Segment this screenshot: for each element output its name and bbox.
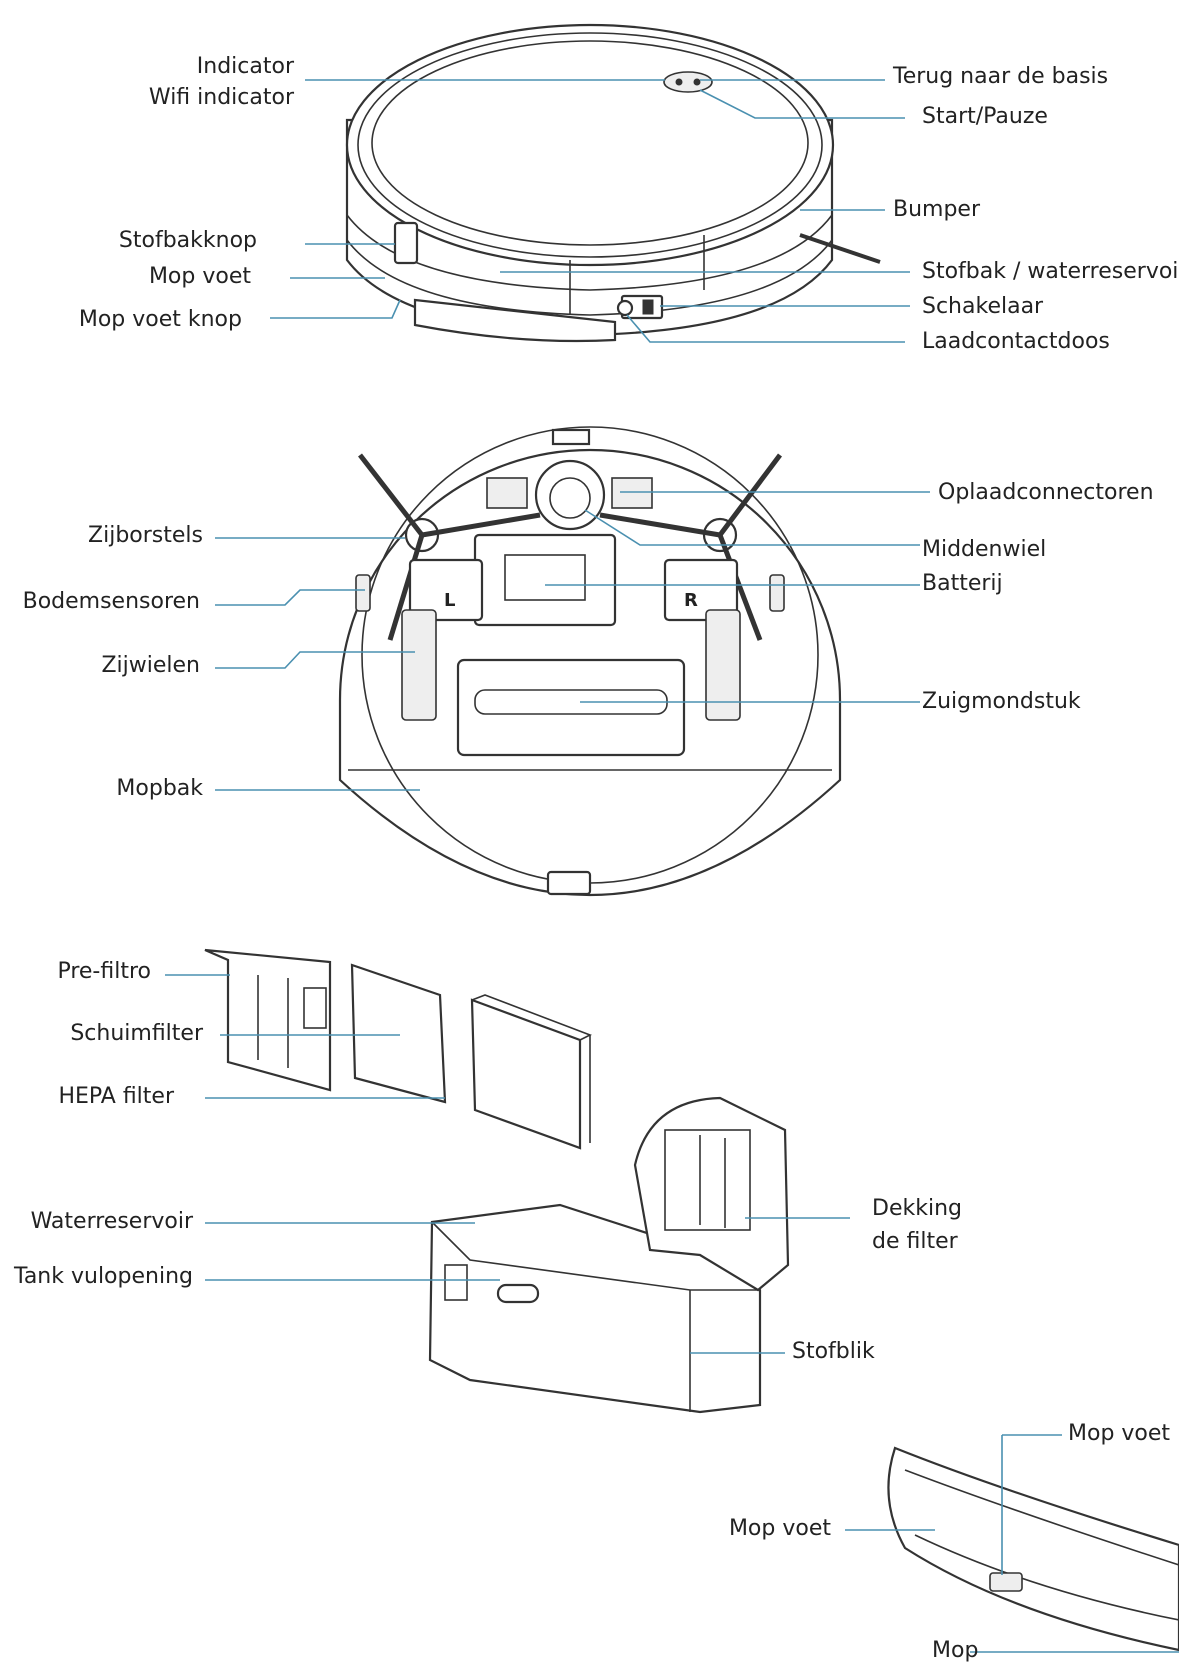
- label-batterij: Batterij: [922, 571, 1003, 596]
- wheel-mark-right: R: [684, 590, 698, 611]
- label-mop-voet: Mop voet: [148, 264, 251, 289]
- label-dekking: Dekking: [872, 1196, 962, 1221]
- label-stofbakknop: Stofbakknop: [118, 228, 257, 253]
- label-de-filter: de filter: [872, 1229, 958, 1254]
- label-middenwiel: Middenwiel: [922, 537, 1047, 562]
- label-mop-voet-knop: Mop voet knop: [78, 307, 242, 332]
- label-waterreservoir: Waterreservoir: [30, 1209, 193, 1234]
- label-mop-voet-2: Mop voet: [728, 1516, 831, 1541]
- label-zuigmondstuk: Zuigmondstuk: [922, 689, 1081, 714]
- label-start-pauze: Start/Pauze: [922, 104, 1048, 129]
- label-stofbak-waterreservoir: Stofbak / waterreservoir: [922, 259, 1179, 284]
- label-zijwielen: Zijwielen: [101, 653, 200, 678]
- label-stofblik: Stofblik: [792, 1339, 875, 1364]
- label-pre-filtro: Pre-filtro: [57, 959, 151, 984]
- label-mop-voet-knop-cut: Mop voet l: [1068, 1421, 1179, 1446]
- label-schakelaar: Schakelaar: [922, 294, 1044, 319]
- label-indicator: Indicator: [196, 54, 294, 79]
- robot-bottom-view: [215, 426, 930, 896]
- dustbin-filters-view: [165, 948, 850, 1414]
- label-hepa-filter: HEPA filter: [58, 1084, 174, 1109]
- mop-view: [845, 1434, 1179, 1653]
- label-bumper: Bumper: [893, 197, 981, 222]
- label-mopbak: Mopbak: [116, 776, 203, 801]
- label-terug-naar-de-basis: Terug naar de basis: [893, 64, 1109, 89]
- label-wifi-indicator: Wifi indicator: [148, 85, 294, 110]
- label-mop: Mop: [932, 1638, 979, 1663]
- label-laadcontactdoos: Laadcontactdoos: [922, 329, 1110, 354]
- label-oplaadconnectoren: Oplaadconnectoren: [938, 480, 1154, 505]
- label-bodemsensoren: Bodemsensoren: [22, 589, 200, 614]
- wheel-mark-left: L: [444, 590, 456, 611]
- robot-top-view: [270, 23, 910, 343]
- label-zijborstels: Zijborstels: [88, 523, 203, 548]
- label-tank-vulopening: Tank vulopening: [14, 1264, 193, 1289]
- label-schuimfilter: Schuimfilter: [70, 1021, 203, 1046]
